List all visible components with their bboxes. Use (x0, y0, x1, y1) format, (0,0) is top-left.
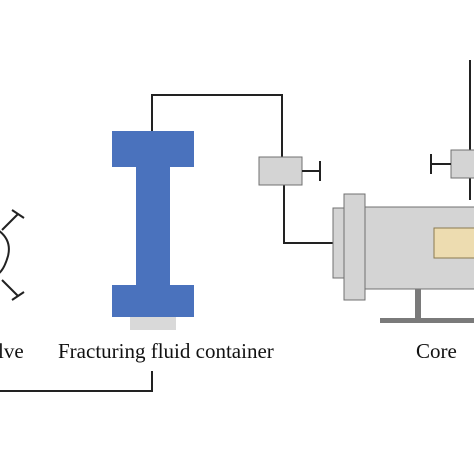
core-holder-end-flange (343, 193, 366, 301)
control-valve-middle (258, 156, 321, 186)
valve-handle-top-cap (11, 209, 25, 219)
core-holder (332, 193, 474, 323)
valve-body-arc (0, 230, 10, 274)
left-valve (0, 209, 25, 301)
valve-handle-top (1, 213, 19, 231)
container-label: Fracturing fluid container (58, 339, 274, 363)
valve-handle-bottom-cap (11, 291, 25, 301)
valve-handle-bottom (1, 279, 19, 297)
core-holder-inlet-flange (332, 207, 345, 279)
valve-box (450, 149, 474, 179)
pipe-container-bottom (0, 371, 153, 392)
container-top-cap (112, 131, 194, 167)
core-sample (433, 227, 474, 259)
valve-label: lve (0, 339, 24, 363)
pipe-valve-to-core-holder (283, 185, 333, 244)
container-column (136, 165, 170, 287)
control-valve-right (430, 149, 474, 179)
pipe-container-top-to-valve (151, 94, 283, 157)
core-holder-label: Core (416, 339, 457, 363)
container-base-plate (130, 314, 176, 330)
valve-box (258, 156, 303, 186)
container-bottom-cap (112, 285, 194, 317)
core-holder-support-base (380, 318, 474, 323)
fracturing-fluid-container (112, 131, 194, 330)
